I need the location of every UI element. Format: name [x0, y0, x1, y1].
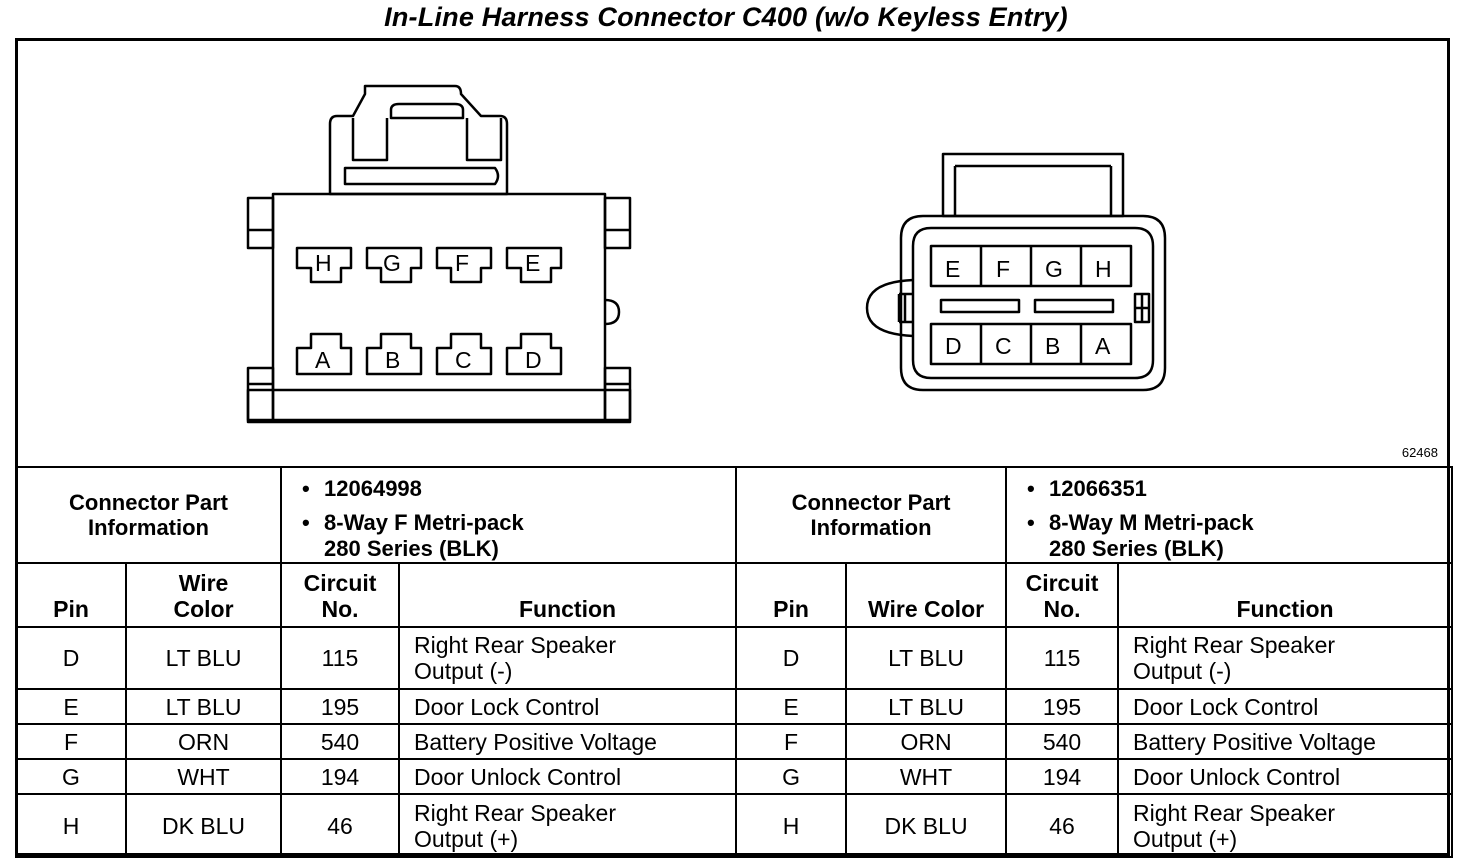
pin-cell: G	[15, 758, 127, 795]
pin-cell: H	[15, 793, 127, 858]
right-latch	[941, 152, 1125, 218]
header-pin: Pin	[735, 562, 848, 628]
right-part-number: 12066351	[1027, 476, 1451, 502]
circuit-cell: 194	[280, 758, 401, 795]
pinout-table: Connector Part Information 12064998 8-Wa…	[14, 466, 1454, 858]
left-pin-label: H	[315, 250, 332, 276]
pin-cell: E	[735, 688, 848, 725]
right-pin-label: C	[995, 333, 1012, 359]
diagram-title: In-Line Harness Connector C400 (w/o Keyl…	[384, 2, 1068, 32]
circuit-cell: 46	[280, 793, 401, 858]
function-cell: Door Lock Control	[1117, 688, 1454, 725]
pin-cell: H	[735, 793, 848, 858]
right-part-label: Connector Part Information	[735, 466, 1008, 564]
left-top-pins	[295, 246, 563, 284]
circuit-cell: 115	[1005, 626, 1120, 690]
table-row: E LT BLU 195 Door Lock Control E LT BLU …	[15, 688, 1454, 725]
wire-color-cell: DK BLU	[845, 793, 1008, 858]
circuit-cell: 540	[1005, 723, 1120, 760]
right-pin-label: G	[1045, 256, 1063, 282]
header-wire-color: Wire Color	[124, 562, 283, 628]
pin-cell: G	[735, 758, 848, 795]
column-header-row: Pin Wire Color Circuit No. Function Pin …	[15, 562, 1454, 628]
header-wire-color: Wire Color	[845, 562, 1008, 628]
left-pin-label: D	[525, 347, 542, 373]
pin-cell: F	[735, 723, 848, 760]
circuit-cell: 194	[1005, 758, 1120, 795]
left-pin-label: C	[455, 347, 472, 373]
function-cell: Battery Positive Voltage	[1117, 723, 1454, 760]
circuit-cell: 46	[1005, 793, 1120, 858]
header-circuit: Circuit No.	[1005, 562, 1120, 628]
wire-color-cell: WHT	[124, 758, 283, 795]
right-pin-label: B	[1045, 333, 1061, 359]
right-part-desc: 8-Way M Metri-pack	[1027, 510, 1451, 536]
left-part-desc: 8-Way F Metri-pack	[302, 510, 735, 536]
left-connector	[246, 84, 632, 424]
wire-color-cell: DK BLU	[124, 793, 283, 858]
left-bottom-pins	[295, 332, 563, 376]
left-part-number: 12064998	[302, 476, 735, 502]
wire-color-cell: LT BLU	[845, 688, 1008, 725]
right-pin-label: D	[945, 333, 962, 359]
figure-id: 62468	[1401, 445, 1438, 460]
function-cell: Door Lock Control	[398, 688, 738, 725]
table-row: G WHT 194 Door Unlock Control G WHT 194 …	[15, 758, 1454, 795]
pin-cell: F	[15, 723, 127, 760]
circuit-cell: 195	[280, 688, 401, 725]
left-latch	[328, 84, 509, 196]
wire-color-cell: WHT	[845, 758, 1008, 795]
left-part-desc-2: 280 Series (BLK)	[324, 536, 499, 561]
wire-color-cell: ORN	[845, 723, 1008, 760]
right-pin-label: H	[1095, 256, 1112, 282]
header-function: Function	[398, 562, 738, 628]
left-part-label: Connector Part Information	[14, 466, 283, 564]
pin-cell: D	[735, 626, 848, 690]
wire-color-cell: ORN	[124, 723, 283, 760]
left-pin-label: B	[385, 347, 401, 373]
right-connector	[865, 152, 1167, 392]
function-cell: Door Unlock Control	[398, 758, 738, 795]
wire-color-cell: LT BLU	[845, 626, 1008, 690]
circuit-cell: 115	[280, 626, 401, 690]
circuit-cell: 540	[280, 723, 401, 760]
right-pin-label: F	[996, 256, 1011, 282]
left-connector-body	[271, 192, 607, 422]
circuit-cell: 195	[1005, 688, 1120, 725]
left-pin-label: F	[455, 250, 470, 276]
left-pin-label: A	[315, 347, 331, 373]
wire-color-cell: LT BLU	[124, 688, 283, 725]
function-cell: Door Unlock Control	[1117, 758, 1454, 795]
right-pin-label: E	[945, 256, 961, 282]
header-pin: Pin	[15, 562, 127, 628]
right-connector-body	[899, 214, 1167, 392]
header-function: Function	[1117, 562, 1454, 628]
table-row: F ORN 540 Battery Positive Voltage F ORN…	[15, 723, 1454, 760]
wire-color-cell: LT BLU	[124, 626, 283, 690]
left-part-info: 12064998 8-Way F Metri-pack 280 Series (…	[280, 466, 738, 564]
connector-drawing	[246, 84, 1167, 424]
header-circuit: Circuit No.	[280, 562, 401, 628]
right-pin-label: A	[1095, 333, 1111, 359]
function-cell: Battery Positive Voltage	[398, 723, 738, 760]
pin-cell: D	[15, 626, 127, 690]
right-part-desc-2: 280 Series (BLK)	[1049, 536, 1224, 561]
right-part-info: 12066351 8-Way M Metri-pack 280 Series (…	[1005, 466, 1454, 564]
part-info-row: Connector Part Information 12064998 8-Wa…	[14, 466, 1454, 564]
left-pin-label: E	[525, 250, 541, 276]
pin-cell: E	[15, 688, 127, 725]
left-pin-label: G	[383, 250, 401, 276]
